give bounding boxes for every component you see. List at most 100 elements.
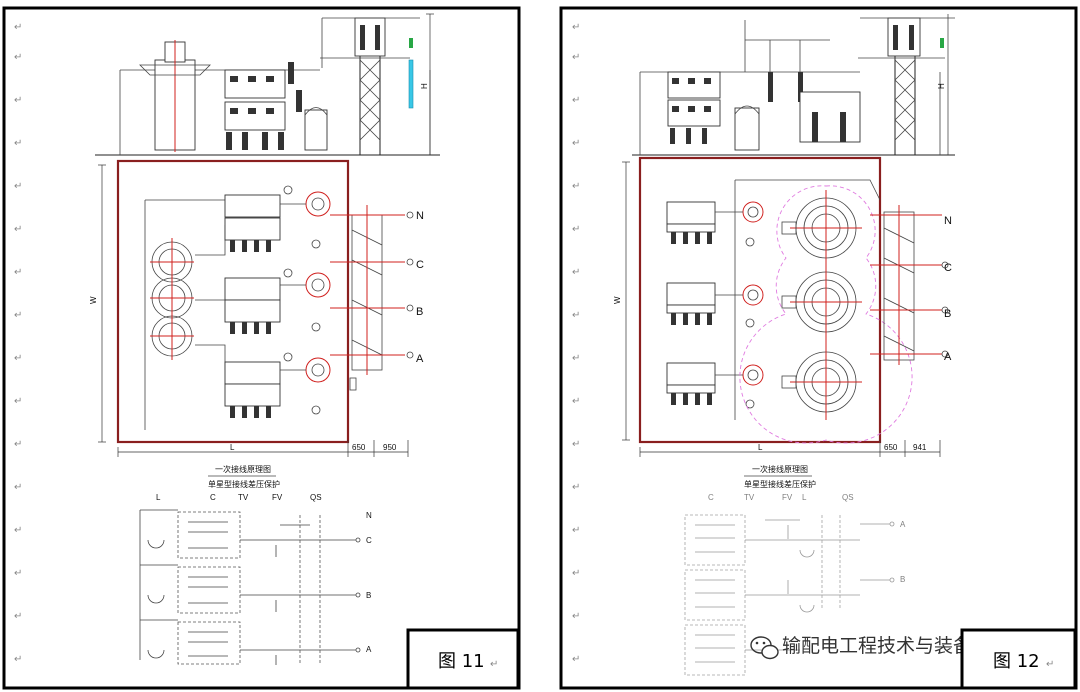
panel-fig12: ↵ ↵ ↵ ↵ ↵ ↵ ↵ ↵ ↵ ↵ ↵ ↵ ↵ ↵ ↵ ↵ (559, 6, 1078, 690)
schematic-header-tv-r: TV (744, 493, 755, 502)
reactor-group-left (150, 238, 194, 360)
cabinet-outline-left (116, 159, 350, 444)
single-line-schematic-left: L C TV FV QS N C B A (139, 493, 372, 665)
capacitor-bank-b-phase (224, 277, 281, 334)
phase-label-c: C (416, 259, 424, 271)
dimension-650-label: 650 (352, 443, 366, 452)
margin-mark: ↵ (14, 439, 22, 450)
dimension-650-label-r: 650 (884, 443, 898, 452)
margin-mark: ↵ (572, 310, 580, 321)
caption-line-2-r: 单星型接线差压保护 (744, 479, 816, 489)
capacitor-stack-lower (224, 101, 286, 131)
phase-label-a-r: A (944, 351, 952, 363)
margin-marks-right: ↵ ↵ ↵ ↵ ↵ ↵ ↵ ↵ ↵ ↵ ↵ ↵ ↵ ↵ ↵ ↵ (572, 22, 580, 665)
margin-mark: ↵ (14, 396, 22, 407)
dimension-w-label-r: W (613, 296, 622, 304)
figure-mark-fig12: ↵ (1046, 659, 1054, 670)
margin-mark: ↵ (572, 224, 580, 235)
capacitor-bank-a-phase-r (666, 362, 716, 405)
reactor-tank-elevation (799, 91, 861, 143)
phase-label-b-r: B (944, 308, 951, 320)
margin-mark: ↵ (14, 310, 22, 321)
plan-view-right: W (613, 156, 952, 457)
schematic-phase-n: N (366, 511, 372, 520)
caption-line-1: 一次接线原理图 (215, 464, 271, 474)
schematic-header-qs: QS (310, 493, 322, 502)
watermark: 输配电工程技术与装备 (750, 635, 972, 660)
dimension-h-label-r: H (937, 83, 946, 89)
vt-units-right (715, 180, 764, 420)
dimension-w-label: W (89, 296, 98, 304)
figure-label-box-right (960, 628, 1077, 690)
margin-mark: ↵ (572, 95, 580, 106)
figure-label-fig11: 图 11 (438, 651, 485, 672)
dimension-h-label: H (420, 83, 429, 89)
schematic-phase-a: A (366, 645, 372, 654)
schematic-phase-c: C (366, 536, 372, 545)
schematic-caption-left: 一次接线原理图 单星型接线差压保护 (208, 464, 280, 489)
watermark-text: 输配电工程技术与装备 (782, 635, 972, 657)
margin-mark: ↵ (572, 22, 580, 33)
margin-mark: ↵ (572, 568, 580, 579)
capacitor-stack-lower-r (667, 99, 721, 127)
disconnect-switch-frame-right (870, 205, 949, 365)
schematic-header-qs-r: QS (842, 493, 854, 502)
margin-mark: ↵ (572, 52, 580, 63)
margin-mark: ↵ (572, 654, 580, 665)
margin-mark: ↵ (572, 525, 580, 536)
schematic-header-c-r: C (708, 493, 714, 502)
margin-mark: ↵ (572, 482, 580, 493)
margin-mark: ↵ (572, 138, 580, 149)
schematic-header-l: L (156, 493, 161, 502)
sheet-border-right (559, 6, 1078, 690)
capacitor-bank-b-phase-r (666, 282, 716, 325)
phase-label-c-r: C (944, 262, 952, 274)
single-line-schematic-right: C TV FV L QS A B (684, 493, 906, 676)
capacitor-bank-c-phase-r (666, 201, 716, 244)
schematic-header-l-r: L (802, 493, 807, 502)
dimension-l-label-r: L (758, 443, 763, 452)
sheet-border-left (2, 6, 521, 690)
margin-mark: ↵ (14, 611, 22, 622)
dimension-l-label: L (230, 443, 235, 452)
phase-label-b: B (416, 306, 423, 318)
panel-fig11: ↵ ↵ ↵ ↵ ↵ ↵ ↵ ↵ ↵ ↵ ↵ ↵ ↵ ↵ ↵ ↵ (2, 6, 521, 690)
margin-mark: ↵ (14, 224, 22, 235)
dimension-950-label: 950 (383, 443, 397, 452)
phase-label-n-r: N (944, 215, 952, 227)
disconnect-switch-frame-left (330, 205, 414, 391)
voltage-transformer-elevation (304, 109, 328, 151)
phase-label-a: A (416, 353, 424, 365)
margin-mark: ↵ (14, 525, 22, 536)
reactor-clearance-outline (739, 185, 913, 444)
caption-line-2: 单星型接线差压保护 (208, 479, 280, 489)
margin-mark: ↵ (14, 95, 22, 106)
margin-mark: ↵ (14, 568, 22, 579)
dimension-941-label-r: 941 (913, 443, 927, 452)
margin-mark: ↵ (572, 439, 580, 450)
margin-mark: ↵ (572, 353, 580, 364)
schematic-header-tv: TV (238, 493, 249, 502)
reactor-group-right (735, 179, 913, 444)
margin-mark: ↵ (572, 181, 580, 192)
busbar-cyan-left (408, 59, 414, 109)
plan-view-left: W (89, 159, 424, 457)
capacitor-bank-c-phase (224, 194, 281, 252)
phase-label-n: N (416, 210, 424, 222)
schematic-phase-a-r: A (900, 520, 906, 529)
margin-mark: ↵ (572, 396, 580, 407)
caption-line-1-r: 一次接线原理图 (752, 464, 808, 474)
elevation-view-left: H (95, 13, 440, 156)
margin-mark: ↵ (14, 138, 22, 149)
cabinet-outline-right (638, 156, 882, 444)
margin-mark: ↵ (14, 52, 22, 63)
margin-marks-left: ↵ ↵ ↵ ↵ ↵ ↵ ↵ ↵ ↵ ↵ ↵ ↵ ↵ ↵ ↵ ↵ (14, 22, 22, 665)
schematic-header-fv-r: FV (782, 493, 793, 502)
schematic-header-fv: FV (272, 493, 283, 502)
margin-mark: ↵ (572, 267, 580, 278)
margin-mark: ↵ (14, 654, 22, 665)
schematic-header-c: C (210, 493, 216, 502)
capacitor-stack-upper (224, 69, 286, 99)
figure-label-fig12: 图 12 (993, 651, 1040, 672)
